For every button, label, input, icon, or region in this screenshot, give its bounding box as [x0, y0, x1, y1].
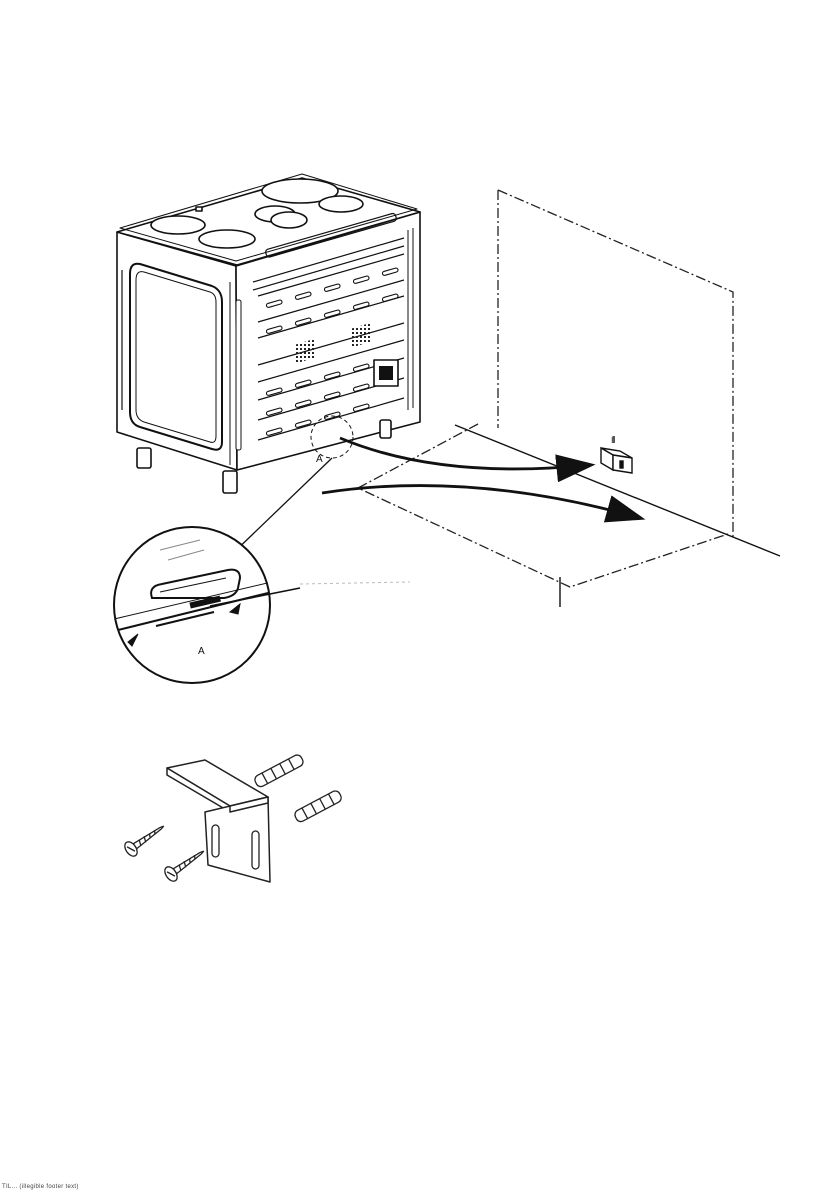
page-footer: TIL... (illegible footer text): [2, 1184, 79, 1190]
screw-icon: [122, 820, 208, 884]
callout-label-a: A: [316, 454, 323, 465]
direction-arrows: [322, 438, 640, 518]
wall-bracket-mounted: [601, 436, 632, 473]
range-cooker-icon: [117, 174, 420, 493]
detail-leader-line: [228, 458, 332, 558]
wall-outline: [498, 190, 733, 538]
detail-label-a: A: [198, 646, 205, 657]
floor-outline: [358, 424, 728, 587]
detail-view-a: [110, 527, 410, 683]
bracket-marker: I: [611, 435, 614, 445]
